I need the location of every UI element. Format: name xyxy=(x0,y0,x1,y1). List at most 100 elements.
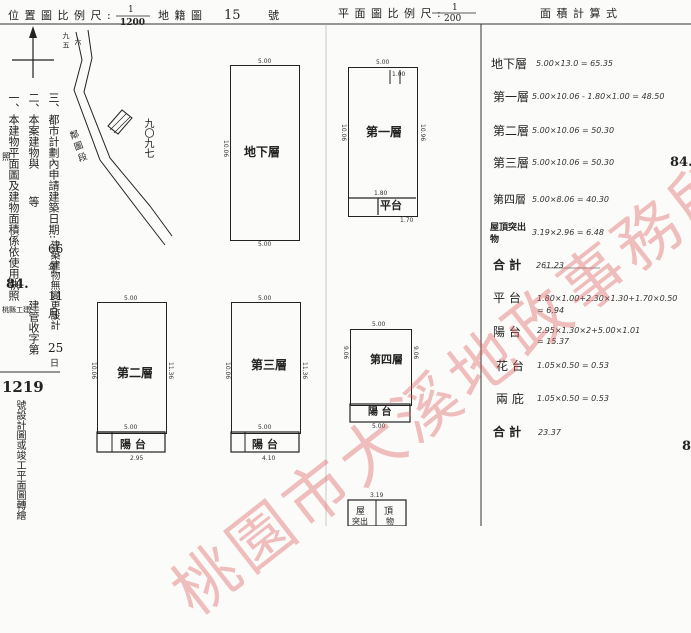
fourth-floor-outline xyxy=(350,329,412,406)
basement-width-bottom: 5.00 xyxy=(258,241,272,248)
first-floor-height-left: 10.06 xyxy=(340,124,347,142)
calc-row-fourth-expr: 5.00×8.06 = 40.30 xyxy=(532,195,610,204)
calc-total2-label: 合 計 xyxy=(493,425,522,439)
drawing-linework xyxy=(0,12,691,526)
location-scale-den: 1200 xyxy=(120,18,146,28)
note-1: 一、本建物平面圖及建物面積係依使用執照 xyxy=(7,92,20,301)
third-floor-width-top: 5.00 xyxy=(258,295,272,302)
first-floor-small-b: 1.00 xyxy=(392,71,406,78)
calc-row-basement-label: 地下層 xyxy=(491,57,528,71)
cadastral-label: 地 籍 圖 xyxy=(158,9,203,22)
third-floor-height-left: 10.06 xyxy=(224,362,231,380)
plan-scale-den: 200 xyxy=(444,14,462,24)
third-floor-width-bottom: 5.00 xyxy=(258,424,272,431)
roof-label-1: 屋 xyxy=(356,507,366,517)
calc-total1-value: 261.23 xyxy=(536,261,564,270)
calc-row-roof-label: 屋頂突出物 xyxy=(490,223,527,245)
roof-label-2: 突出 xyxy=(352,517,368,526)
calc-terrace-expr2: = 6.94 xyxy=(537,306,565,315)
basement-height: 10.06 xyxy=(222,140,229,158)
calc-terrace-expr1: 1.80×1.00+2.30×1.30+1.70×0.50 xyxy=(537,294,678,303)
location-scale-label: 位 置 圖 比 例 尺 : xyxy=(8,9,112,22)
calc-total2-value: 23.37 xyxy=(538,428,561,437)
note-3: 三、都市計劃內申請建築日期: xyxy=(47,92,60,239)
note-2: 二、本案建物與 xyxy=(27,92,40,169)
road-small-2: 六 xyxy=(74,38,82,45)
permit-no: 1219 xyxy=(2,378,44,396)
road-small-1: 九 五 xyxy=(62,32,70,49)
lot-number: 九〇九七 xyxy=(142,118,153,158)
fourth-floor-width-top: 5.00 xyxy=(372,321,386,328)
permit-tail: 號設計圖或竣工平面圖轉繪 xyxy=(14,400,25,520)
calc-row-third-expr: 5.00×10.06 = 50.30 xyxy=(532,158,615,167)
location-scale-num: 1 xyxy=(128,5,134,15)
calc-terrace-label: 平 台 xyxy=(493,291,521,305)
second-floor-height-left: 10.06 xyxy=(90,362,97,380)
calc-canopy-expr: 1.05×0.50 = 0.53 xyxy=(537,394,609,403)
calc-flower-expr: 1.05×0.50 = 0.53 xyxy=(537,361,609,370)
first-floor-width: 5.00 xyxy=(376,59,390,66)
office-small: 桃縣工建 xyxy=(2,306,30,314)
calc-row-second-expr: 5.00×10.06 = 50.30 xyxy=(532,126,615,135)
fourth-floor-height-right: 9.06 xyxy=(412,346,419,360)
basement-width-top: 5.00 xyxy=(258,58,272,65)
third-floor-outline xyxy=(231,302,301,434)
fourth-floor-label: 第四層 xyxy=(370,353,403,366)
calc-row-second-label: 第二層 xyxy=(493,124,530,138)
first-floor-small-a: 1.80 xyxy=(374,190,388,197)
second-floor-width-top: 5.00 xyxy=(124,295,138,302)
basement-label: 地下層 xyxy=(244,145,281,159)
roof-label-4: 物 xyxy=(386,517,394,526)
note-extra: 等 xyxy=(27,196,40,207)
calc-balcony-expr2: = 15.37 xyxy=(537,337,570,346)
second-floor-small: 2.95 xyxy=(130,455,144,462)
calc-canopy-label: 兩 庇 xyxy=(496,392,524,406)
second-floor-width-bottom: 5.00 xyxy=(124,424,138,431)
number-value: 15 xyxy=(224,8,241,23)
calc-row-first-label: 第一層 xyxy=(493,90,530,104)
first-floor-terrace: 平台 xyxy=(380,199,402,212)
second-floor-balcony: 陽 台 xyxy=(120,438,146,451)
roof-label-3: 頂 xyxy=(384,507,394,517)
first-floor-small-c: 1.70 xyxy=(400,217,414,224)
calc-row-basement-expr: 5.00×13.0 = 65.35 xyxy=(536,59,614,68)
fourth-floor-height-left: 9.06 xyxy=(342,346,349,360)
permit-year: 66 xyxy=(48,242,64,256)
fourth-floor-balcony: 陽 台 xyxy=(368,407,392,418)
permit-month-unit: 月 xyxy=(48,307,59,320)
calc-flower-label: 花 台 xyxy=(496,359,524,373)
third-floor-height-right: 11.36 xyxy=(301,362,308,380)
fourth-floor-width-bottom: 5.00 xyxy=(372,423,386,430)
permit-a: 建築建物無變更設計 xyxy=(48,240,59,330)
margin-mark-84: 84. xyxy=(670,155,691,170)
permit-year-unit: 年 xyxy=(48,261,59,274)
calc-row-first-expr: 5.00×10.06 - 1.80×1.00 = 48.50 xyxy=(532,92,665,101)
first-floor-height-right: 10.96 xyxy=(419,124,426,142)
second-floor-label: 第二層 xyxy=(117,366,154,380)
number-suffix: 號 xyxy=(268,9,280,22)
third-floor-small: 4.10 xyxy=(262,455,276,462)
third-floor-label: 第三層 xyxy=(251,358,288,372)
calc-balcony-label: 陽 台 xyxy=(493,325,521,339)
office-small2: 照 xyxy=(2,153,12,163)
basement-outline xyxy=(230,65,300,241)
permit-no-prefix: 84. xyxy=(6,277,29,292)
area-calc-title: 面 積 計 算 式 xyxy=(540,7,618,20)
plan-scale-num: 1 xyxy=(452,3,458,13)
second-floor-height-right: 11.36 xyxy=(167,362,174,380)
calc-row-third-label: 第三層 xyxy=(493,156,530,170)
permit-day: 25 xyxy=(48,341,64,355)
calc-row-fourth-label: 第四層 xyxy=(493,193,526,206)
second-floor-outline xyxy=(97,302,167,434)
calc-total1-label: 合 計 xyxy=(493,258,522,272)
permit-b: 建管收字第 xyxy=(27,300,40,355)
calc-balcony-expr1: 2.95×1.30×2+5.00×1.01 xyxy=(537,326,641,335)
first-floor-outline xyxy=(348,67,418,217)
first-floor-label: 第一層 xyxy=(366,125,403,139)
plan-scale-label: 平 面 圖 比 例 尺 : xyxy=(338,7,442,20)
roof-width: 3.19 xyxy=(370,492,384,499)
third-floor-balcony: 陽 台 xyxy=(252,438,278,451)
calc-row-roof-expr: 3.19×2.96 = 6.48 xyxy=(532,228,604,237)
permit-day-unit: 日 xyxy=(50,359,60,369)
permit-month: 11 xyxy=(48,289,64,303)
